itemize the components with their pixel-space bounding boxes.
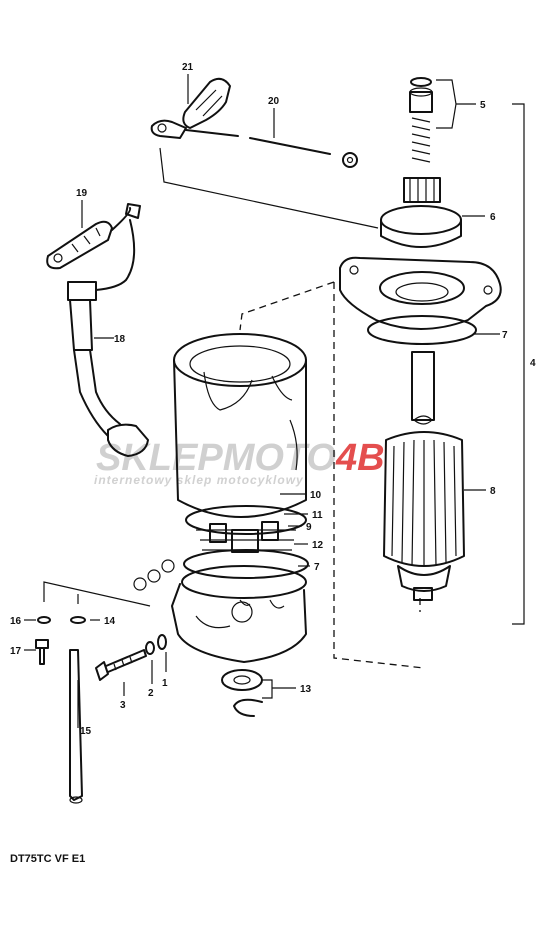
assembly-line-top <box>239 281 335 331</box>
callout-17: 17 <box>10 646 22 657</box>
callout-7-upper: 7 <box>502 330 508 341</box>
callout-13: 13 <box>300 684 312 695</box>
callout-6: 6 <box>490 212 496 223</box>
end-frame-part <box>171 565 307 663</box>
terminal-cover-part <box>182 77 231 129</box>
callout-12: 12 <box>312 540 324 551</box>
thru-bolt-part <box>69 649 83 804</box>
cable-routing-line <box>159 147 379 229</box>
screw-part <box>35 639 49 665</box>
group-bracket-4 <box>512 103 525 625</box>
pinion-assembly-part <box>380 77 462 248</box>
gasket-upper-part <box>367 315 477 345</box>
battery-cable-part <box>150 119 358 168</box>
watermark-tagline: internetowy sklep motocyklowy <box>94 473 304 487</box>
callout-5: 5 <box>480 100 486 111</box>
callout-21: 21 <box>182 62 194 73</box>
watermark: SKLEPMOTO4B internetowy sklep motocyklow… <box>94 437 385 487</box>
assembly-line-left <box>43 581 151 607</box>
lead-wire-part <box>46 203 149 457</box>
washer-14-part <box>70 616 86 624</box>
assembly-line-right <box>333 282 425 669</box>
lock-washer-part <box>145 641 155 655</box>
callout-7-lower: 7 <box>314 562 320 573</box>
callout-20: 20 <box>268 96 280 107</box>
callout-14: 14 <box>104 616 116 627</box>
washer-16-part <box>37 616 51 624</box>
bolt-3-part <box>95 649 147 681</box>
leader-13 <box>262 679 296 699</box>
callout-18: 18 <box>114 334 126 345</box>
callout-9: 9 <box>306 522 312 533</box>
small-washers-part <box>133 559 175 591</box>
callout-3: 3 <box>120 700 126 711</box>
callout-8: 8 <box>490 486 496 497</box>
model-code-label: DT75TC VF E1 <box>10 853 85 865</box>
callout-10: 10 <box>310 490 322 501</box>
callout-11: 11 <box>312 510 323 521</box>
leader-5 <box>436 79 476 129</box>
e-ring-part <box>221 669 263 717</box>
callout-2: 2 <box>148 688 154 699</box>
callout-1: 1 <box>162 678 168 689</box>
callout-4: 4 <box>530 358 536 369</box>
brush-holder-part <box>183 505 309 579</box>
callout-19: 19 <box>76 188 88 199</box>
washer-1-part <box>157 634 167 650</box>
armature-part <box>383 351 465 601</box>
callout-15: 15 <box>80 726 92 737</box>
callout-16: 16 <box>10 616 22 627</box>
front-bracket-part <box>339 256 502 330</box>
yoke-housing-part <box>173 333 307 518</box>
